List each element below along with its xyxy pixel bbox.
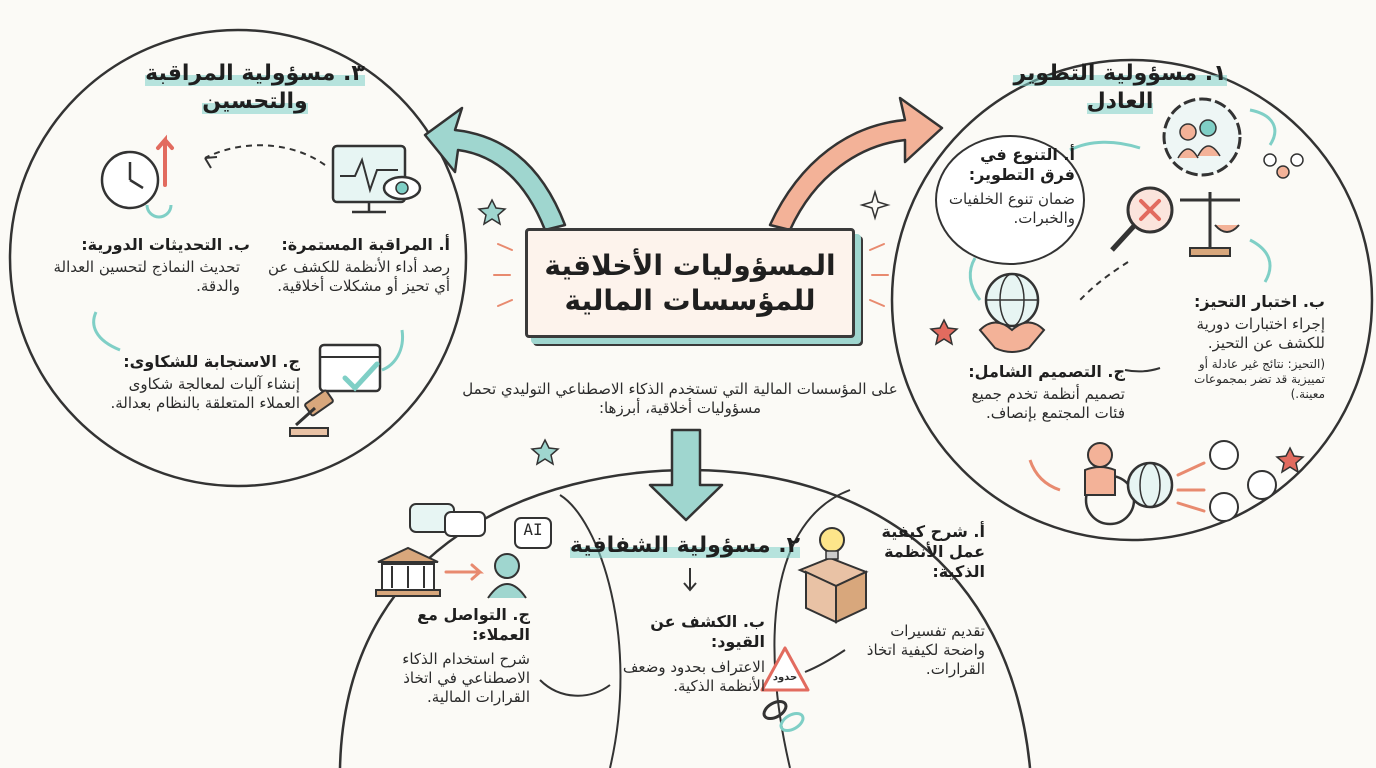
curved-arrow — [804, 649, 846, 673]
section2-b-title: ب. الكشف عن القيود: — [650, 612, 765, 651]
section3-c-title: ج. الاستجابة للشكاوى: — [123, 352, 300, 371]
section3-a-body: رصد أداء الأنظمة للكشف عن أي تحيز أو مشك… — [267, 258, 450, 295]
intro-text: على المؤسسات المالية التي تستخدم الذكاء … — [462, 380, 898, 417]
down-arrow — [683, 568, 697, 592]
star-icon — [929, 318, 959, 346]
ai-label: AI — [523, 520, 543, 539]
section1-title: ١. مسؤولية التطوير العادل — [1013, 61, 1227, 114]
title-rays — [493, 243, 889, 307]
clock-icon — [100, 134, 174, 219]
lightbulb-box-icon — [797, 527, 869, 624]
section1-c-title: ج. التصميم الشامل: — [968, 362, 1125, 381]
curved-arrow — [1249, 108, 1277, 146]
curved-arrow — [1249, 238, 1272, 283]
curved-arrow — [381, 329, 405, 372]
star-icon — [530, 438, 560, 466]
section2-inner-arc-left — [559, 494, 622, 768]
bank-icon — [375, 546, 441, 597]
warning-chain-icon — [760, 646, 810, 733]
section3-b-body: تحديث النماذج لتحسين العدالة والدقة. — [53, 258, 240, 295]
gavel-window-icon — [289, 343, 382, 437]
main-title-box: المسؤوليات الأخلاقية للمؤسسات المالية — [525, 228, 855, 338]
curved-arrow — [539, 679, 611, 697]
section2-title: ٢. مسؤولية الشفافية — [569, 533, 801, 558]
section1-a-title: أ. التنوع في فرق التطوير: — [968, 145, 1075, 184]
section1-b-title: ب. اختبار التحيز: — [1193, 292, 1325, 311]
curved-arrow — [92, 311, 121, 352]
section3-circle — [8, 28, 468, 488]
monitor-eye-icon — [331, 144, 422, 214]
section2-c-title: ج. التواصل مع العملاء: — [417, 605, 530, 644]
curved-arrow — [1069, 140, 1141, 152]
arrow-head — [204, 156, 218, 169]
people-gear-icon — [1162, 97, 1242, 177]
dashed-arrow — [1079, 261, 1129, 301]
section1-c-body: تصميم أنظمة تخدم جميع فئات المجتمع بإنصا… — [971, 385, 1125, 422]
section1-circle — [890, 58, 1374, 542]
section2-a-title: أ. شرح كيفية عمل الأنظمة الذكية: — [881, 522, 985, 581]
section2-c-body: شرح استخدام الذكاء الاصطناعي في اتخاذ ال… — [402, 650, 530, 706]
arrow-to-section3 — [423, 106, 567, 232]
arrow-right — [444, 563, 484, 581]
star-icon — [477, 198, 507, 226]
section1-b-note: (التحيز: نتائج غير عادلة أو تمييزية قد ت… — [1193, 357, 1325, 401]
section3-title: ٣. مسؤولية المراقبة والتحسين — [145, 61, 365, 114]
globe-handshake-icon — [978, 272, 1046, 353]
arrow-to-section1 — [768, 96, 944, 232]
person-icon — [487, 553, 527, 599]
section2-b-body: الاعتراف بحدود وضعف الأنظمة الذكية. — [622, 658, 765, 695]
curved-arrow — [1124, 367, 1161, 373]
inclusive-people-icon — [1084, 440, 1277, 526]
section1-a-body: ضمان تنوع الخلفيات والخبرات. — [948, 190, 1075, 227]
main-title: المسؤوليات الأخلاقية للمؤسسات المالية — [544, 249, 836, 317]
limits-label: حدود — [772, 672, 798, 683]
section3-b-title: ب. التحديثات الدورية: — [81, 235, 250, 254]
magnifier-scale-icon — [1110, 186, 1240, 257]
curved-arrow — [968, 257, 982, 301]
team-icon — [1263, 153, 1304, 179]
sparkle-icon — [859, 189, 891, 221]
star-icon — [1275, 446, 1305, 474]
section1-b-body: إجراء اختبارات دورية للكشف عن التحيز. — [1196, 315, 1325, 352]
chat-bubbles-icon — [409, 503, 552, 549]
section1-a-bubble — [935, 135, 1085, 265]
section3-a-title: أ. المراقبة المستمرة: — [281, 235, 450, 254]
section3-c-body: إنشاء آليات لمعالجة شكاوى العملاء المتعل… — [110, 375, 300, 412]
section2-a-body: تقديم تفسيرات واضحة لكيفية اتخاذ القرارا… — [866, 622, 985, 678]
arrow-to-section2 — [648, 428, 724, 522]
section2-inner-arc — [773, 489, 851, 768]
curved-arrow — [1028, 459, 1061, 492]
dashed-arrow — [204, 144, 326, 166]
